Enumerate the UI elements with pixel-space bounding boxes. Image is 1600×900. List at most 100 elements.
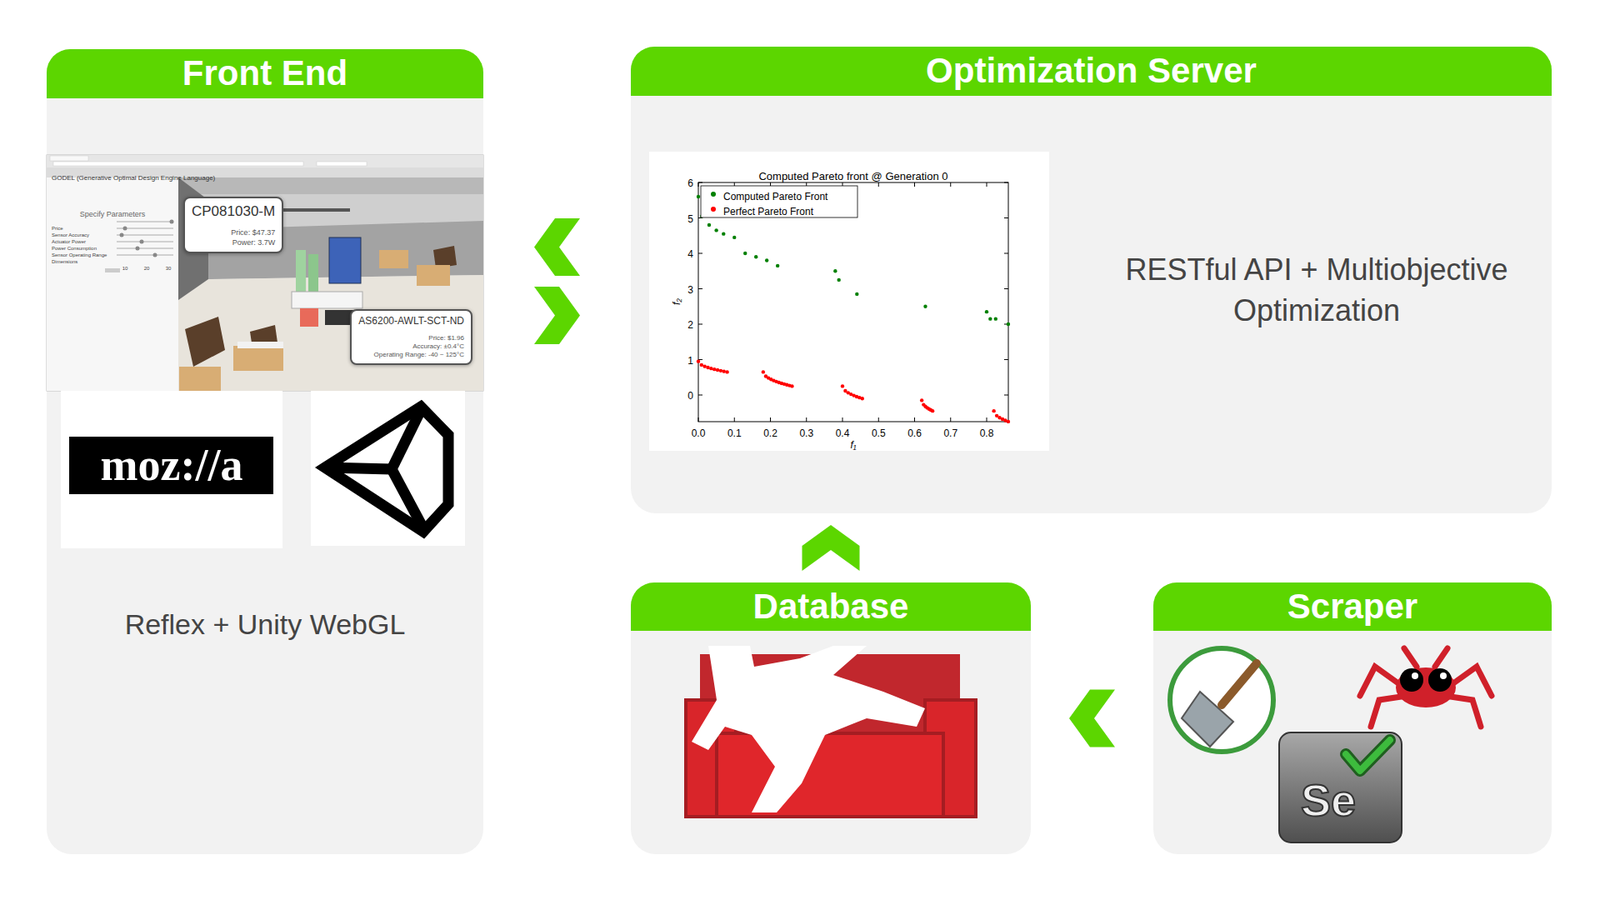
connector-track	[483, 280, 631, 282]
text-label: Se	[1300, 777, 1356, 823]
slider-knob	[120, 233, 125, 238]
spider-logo	[1360, 648, 1492, 727]
label-anchor: 5	[687, 210, 694, 226]
text-label: Sensor Accuracy	[51, 232, 90, 239]
data-point	[920, 398, 924, 402]
chair	[433, 245, 457, 269]
legend-text: Computed Pareto Front	[723, 190, 828, 203]
tick-label: 0.1	[727, 427, 742, 440]
unity-outline	[325, 406, 449, 532]
data-point	[1006, 322, 1010, 326]
couch-seat	[716, 733, 944, 817]
label-anchor: 0.7	[943, 425, 958, 440]
panel-description: Reflex + Unity WebGL	[46, 607, 484, 642]
label-anchor: Computed Pareto front @ Generation 0	[758, 168, 948, 184]
tick-mark	[698, 182, 700, 187]
pareto-chart	[649, 151, 1050, 451]
label-anchor: 0.3	[799, 425, 814, 440]
label-anchor: Price	[51, 218, 64, 234]
chair	[185, 316, 225, 367]
unity-logo	[325, 406, 449, 532]
slider-knob	[153, 253, 158, 258]
header-band: Front End	[46, 49, 484, 99]
data-point	[775, 264, 780, 268]
tick-mark	[698, 324, 703, 325]
search-bar	[316, 161, 367, 166]
tick-label: 0.0	[691, 427, 706, 440]
tick-label: 0.5	[871, 427, 886, 440]
tick-mark	[986, 417, 988, 422]
legend-anchor: Computed Pareto Front	[723, 188, 828, 204]
legend-text: Perfect Pareto Front	[723, 205, 814, 218]
tick-mark	[878, 182, 880, 187]
chart-background	[649, 151, 1050, 451]
tick-mark	[1004, 253, 1009, 255]
data-point	[714, 228, 718, 232]
data-point	[707, 223, 711, 227]
slider	[116, 241, 174, 243]
tick-label: 2	[687, 319, 694, 331]
slider	[116, 248, 174, 250]
slider-knob	[123, 226, 128, 231]
chevron-arrow	[534, 218, 580, 276]
data-point	[702, 364, 706, 368]
tick-mark	[842, 417, 844, 422]
legend-swatch	[710, 206, 716, 212]
label-anchor: 20	[144, 258, 150, 274]
slider	[116, 255, 174, 256]
unity-arm	[391, 469, 424, 529]
data-point	[930, 409, 935, 413]
data-point	[923, 305, 927, 309]
panel-title: Scraper	[1287, 587, 1418, 626]
tick-label: 0.6	[907, 427, 922, 440]
tick-label: 0	[687, 390, 694, 402]
tick-mark	[698, 288, 703, 290]
spider-eye	[1428, 668, 1452, 692]
tick-mark	[770, 417, 771, 422]
label-anchor: 4	[687, 245, 694, 261]
equipment-crate	[300, 308, 319, 327]
label-anchor: moz://a	[100, 442, 244, 488]
tick-mark	[914, 182, 915, 187]
parameter-panel	[46, 177, 179, 391]
tick-mark	[1004, 395, 1009, 396]
part-spec: Operating Range: -40 ~ 125°C	[358, 350, 465, 360]
header-band: Scraper	[1153, 582, 1552, 631]
tick-label: 0.2	[763, 427, 778, 440]
data-point	[696, 195, 700, 199]
text-label: Dimensions	[51, 259, 78, 265]
spider-leg	[1404, 648, 1417, 667]
tick-mark	[1004, 182, 1009, 184]
spider-body	[1395, 667, 1456, 708]
data-point	[790, 384, 794, 388]
selenium-tile	[1279, 732, 1402, 843]
equipment-cylinder	[308, 254, 319, 292]
label-anchor: 6	[687, 175, 694, 190]
axis-ticks	[698, 182, 1009, 422]
text-label: moz://a	[100, 442, 244, 488]
label-anchor: 0.8	[980, 425, 995, 440]
tick-mark	[1004, 217, 1009, 219]
submit-button	[105, 268, 120, 273]
table	[416, 265, 450, 286]
connector	[1030, 690, 1154, 748]
legend-anchor: Perfect Pareto Front	[723, 203, 814, 219]
text-label: 30	[165, 265, 172, 272]
data-point	[719, 369, 723, 373]
slider-knob	[170, 220, 175, 225]
chevron-arrow	[802, 525, 860, 571]
axis-label: f₂	[670, 298, 683, 305]
slider-knob	[135, 246, 140, 251]
label-anchor: 0	[687, 387, 694, 403]
tick-mark	[734, 417, 735, 422]
tick-mark	[698, 395, 703, 396]
text-label: Actuator Power	[51, 239, 86, 245]
selenium-logo	[1279, 732, 1402, 843]
connector	[802, 513, 860, 583]
legend-swatch	[710, 191, 716, 197]
equipment-cylinder	[295, 250, 306, 292]
spider-eye-glint	[1411, 672, 1419, 680]
data-point	[696, 359, 700, 363]
text-label: GODEL (Generative Optimal Design Engine …	[51, 174, 215, 183]
app-screenshot	[46, 155, 484, 391]
